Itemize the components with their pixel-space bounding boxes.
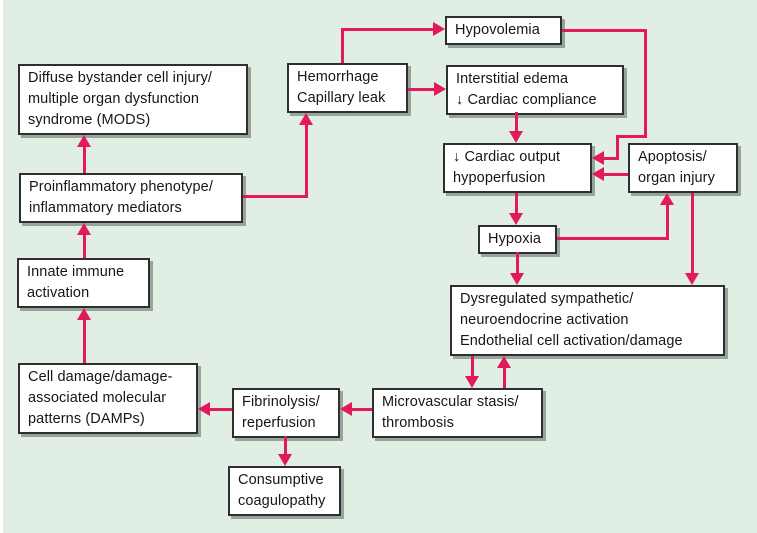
arrowhead-into-cardiac-upper	[592, 151, 604, 165]
arrowhead-into-fibrinolysis	[340, 402, 352, 416]
edge-fibrinolysis-celldamage-h	[210, 408, 232, 411]
arrowhead-into-dysregulated-left	[510, 273, 524, 285]
edge-microvascular-fibrinolysis-h	[352, 408, 372, 411]
left-margin-strip	[0, 0, 3, 533]
node-hypovolemia: Hypovolemia	[445, 16, 562, 45]
node-cardiac-output: ↓ Cardiac output hypoperfusion	[443, 143, 592, 193]
edge-hypovolemia-cardiac-v1	[644, 29, 647, 138]
arrowhead-into-cardiac-top	[509, 131, 523, 143]
edge-hypoxia-apoptosis-v	[666, 205, 669, 240]
arrowhead-into-cardiac-right	[592, 167, 604, 181]
edge-hypovolemia-cardiac-h1	[562, 29, 647, 32]
node-cell-damage: Cell damage/damage- associated molecular…	[18, 363, 198, 434]
edge-hemorrhage-hypovolemia-h	[341, 28, 433, 31]
edge-hypoxia-dysregulated-v	[516, 252, 519, 274]
edge-fibrinolysis-consumptive-v	[284, 436, 287, 454]
edge-celldamage-innate-v	[83, 320, 86, 363]
arrowhead-into-apoptosis	[660, 193, 674, 205]
edge-microvascular-dysregulated-v	[503, 368, 506, 388]
edge-hypovolemia-cardiac-v2	[616, 135, 619, 160]
edge-cardiac-hypoxia-v	[515, 193, 518, 214]
edge-interstitial-cardiac-v	[515, 112, 518, 132]
arrowhead-into-hypovolemia	[433, 22, 445, 36]
arrowhead-into-innate	[77, 308, 91, 320]
node-diffuse-injury: Diffuse bystander cell injury/ multiple …	[18, 64, 248, 135]
node-hemorrhage: Hemorrhage Capillary leak	[287, 63, 408, 113]
node-hypoxia: Hypoxia	[478, 225, 557, 254]
edge-hypovolemia-cardiac-h2	[616, 135, 647, 138]
edge-hemorrhage-hypovolemia-v	[341, 28, 344, 63]
edge-hypovolemia-cardiac-h3	[604, 157, 619, 160]
edge-innate-proinflammatory-v	[83, 235, 86, 258]
node-microvascular: Microvascular stasis/ thrombosis	[372, 388, 543, 438]
edge-hemorrhage-interstitial-h	[408, 88, 434, 91]
edge-proinflammatory-diffuse-v	[83, 147, 86, 173]
arrowhead-into-proinflammatory	[77, 223, 91, 235]
edge-proinflammatory-hemorrhage-h	[243, 195, 308, 198]
arrowhead-into-interstitial	[434, 82, 446, 96]
arrowhead-into-hypoxia	[509, 213, 523, 225]
arrowhead-into-diffuse	[77, 135, 91, 147]
arrowhead-into-celldamage	[198, 402, 210, 416]
edge-apoptosis-dysregulated-v	[691, 193, 694, 273]
node-apoptosis: Apoptosis/ organ injury	[628, 143, 738, 193]
arrowhead-into-dysregulated-bottom	[497, 356, 511, 368]
arrowhead-into-dysregulated-right	[685, 273, 699, 285]
edge-hypoxia-apoptosis-h	[557, 237, 669, 240]
arrowhead-into-microvascular	[465, 376, 479, 388]
node-interstitial-edema: Interstitial edema ↓ Cardiac compliance	[446, 65, 624, 115]
node-fibrinolysis: Fibrinolysis/ reperfusion	[232, 388, 340, 438]
edge-apoptosis-cardiac-h	[604, 173, 628, 176]
edge-dysregulated-microvascular-v	[471, 356, 474, 376]
node-innate-immune: Innate immune activation	[17, 258, 150, 308]
node-consumptive: Consumptive coagulopathy	[228, 466, 341, 516]
arrowhead-into-hemorrhage	[299, 113, 313, 125]
node-dysregulated: Dysregulated sympathetic/ neuroendocrine…	[450, 285, 725, 356]
arrowhead-into-consumptive	[278, 454, 292, 466]
node-proinflammatory: Proinflammatory phenotype/ inflammatory …	[19, 173, 243, 223]
edge-proinflammatory-hemorrhage-v	[305, 125, 308, 198]
